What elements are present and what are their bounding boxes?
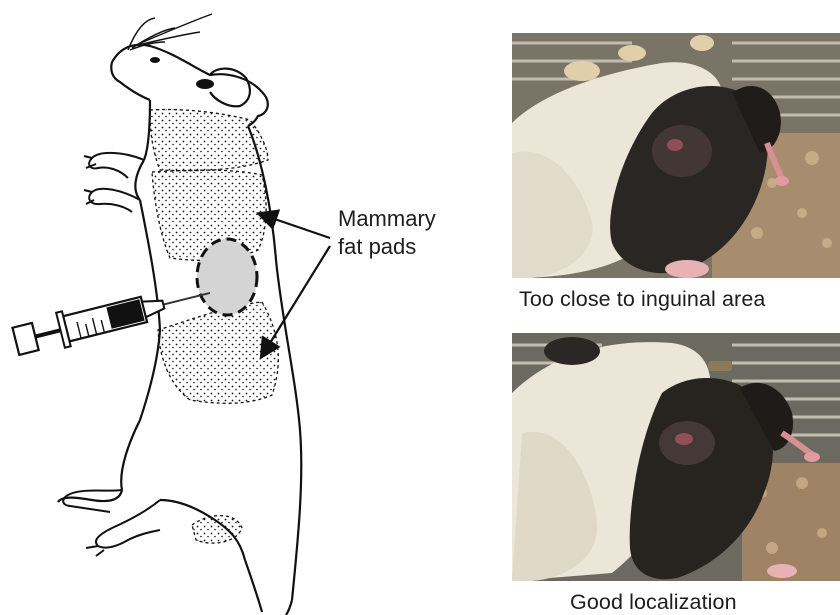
injection-site (197, 239, 257, 315)
photo-good-localization (512, 333, 840, 581)
label-mammary: Mammary (338, 205, 436, 232)
caption-good-localization: Good localization (570, 590, 737, 615)
eye (196, 79, 214, 89)
nostril (150, 57, 160, 63)
mouse-diagram (0, 0, 500, 615)
label-fat-pads: fat pads (338, 233, 416, 260)
fat-pads (150, 109, 278, 543)
photo-too-close (512, 33, 840, 278)
caption-too-close: Too close to inguinal area (519, 287, 765, 312)
